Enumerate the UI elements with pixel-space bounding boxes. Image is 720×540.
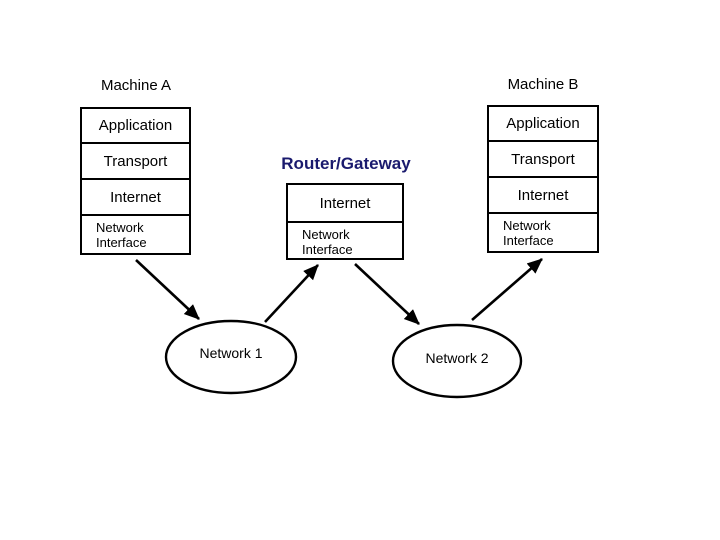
machine-a-network-line2: Interface — [96, 234, 147, 250]
router-network-line2: Interface — [302, 241, 353, 257]
arrow-machine-a-to-network-1 — [135, 259, 200, 320]
router-layer-internet[interactable]: Internet — [288, 185, 402, 223]
network-1-ellipse[interactable] — [164, 319, 298, 395]
machine-b-layer-internet[interactable]: Internet — [489, 178, 597, 214]
machine-b-stack: Application Transport Internet Network I… — [487, 105, 599, 253]
machine-a-network-line1: Network — [96, 219, 144, 235]
machine-b-layer-transport[interactable]: Transport — [489, 142, 597, 178]
arrow-network-2-to-machine-b — [471, 258, 543, 321]
router-stack: Internet Network Interface — [286, 183, 404, 260]
machine-b-network-line2: Interface — [503, 232, 554, 248]
network-2-ellipse[interactable] — [391, 323, 523, 399]
machine-b-layer-network-interface[interactable]: Network Interface — [489, 214, 597, 251]
machine-a-layer-internet[interactable]: Internet — [82, 180, 189, 216]
machine-a-layer-transport[interactable]: Transport — [82, 144, 189, 180]
machine-a-layer-application[interactable]: Application — [82, 109, 189, 144]
machine-a-title: Machine A — [100, 77, 172, 94]
router-title: Router/Gateway — [281, 154, 411, 173]
network-2-label: Network 2 — [425, 350, 489, 366]
router-network-line1: Network — [302, 226, 350, 242]
machine-b-network-line1: Network — [503, 217, 551, 233]
router-layer-network-interface[interactable]: Network Interface — [288, 223, 402, 260]
arrow-network-1-to-router — [264, 264, 319, 323]
network-1-label: Network 1 — [199, 345, 263, 361]
machine-b-title: Machine B — [507, 76, 579, 93]
machine-b-layer-application[interactable]: Application — [489, 107, 597, 142]
arrow-router-to-network-2 — [354, 263, 420, 325]
machine-a-layer-network-interface[interactable]: Network Interface — [82, 216, 189, 253]
machine-a-stack: Application Transport Internet Network I… — [80, 107, 191, 255]
